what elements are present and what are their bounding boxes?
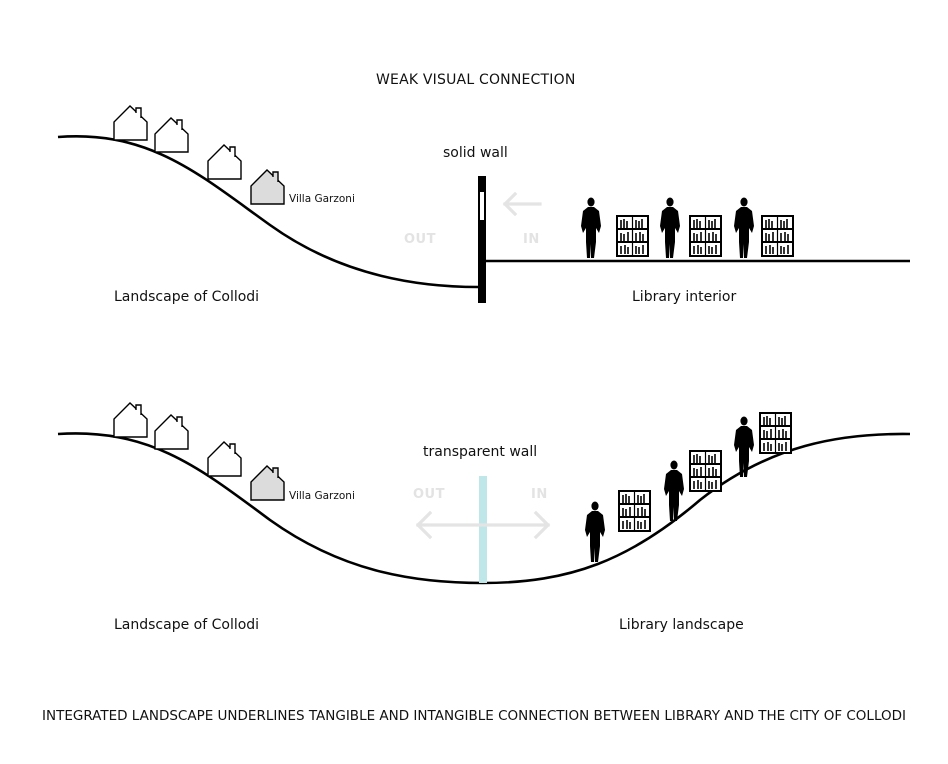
bookshelf-icon (616, 215, 649, 257)
person-icon (660, 197, 680, 258)
bottom-diagram (57, 402, 911, 585)
library-interior-items (581, 197, 794, 258)
bottom-in-label: IN (531, 487, 548, 502)
top-right-caption: Library interior (632, 289, 737, 305)
house-icon (207, 441, 242, 477)
bottom-houses (113, 402, 285, 501)
top-hill-ground (57, 134, 479, 289)
house-icon (154, 117, 189, 153)
library-landscape-items (585, 412, 792, 562)
bookshelf-icon (761, 215, 794, 257)
house-icon (207, 144, 242, 180)
top-diagram (57, 105, 910, 303)
top-villa-label: Villa Garzoni (289, 193, 355, 205)
person-icon (585, 501, 605, 562)
house-icon (113, 105, 148, 141)
bottom-out-label: OUT (413, 487, 445, 502)
top-in-label: IN (523, 232, 540, 247)
bottom-left-caption: Landscape of Collodi (114, 617, 260, 633)
house-icon (154, 414, 189, 450)
solid-wall-label: solid wall (443, 145, 508, 161)
villa-garzoni-house-icon (250, 169, 285, 205)
bottom-right-caption: Library landscape (619, 617, 744, 633)
villa-garzoni-house-icon (250, 465, 285, 501)
top-heading: WEAK VISUAL CONNECTION (376, 72, 576, 88)
bookshelf-icon (689, 450, 722, 492)
bookshelf-icon (689, 215, 722, 257)
person-icon (664, 460, 684, 521)
top-out-label: OUT (404, 232, 436, 247)
arrow-icon (415, 510, 551, 540)
solid-wall (478, 176, 486, 303)
bookshelf-icon (759, 412, 792, 454)
transparent-wall-label: transparent wall (423, 444, 538, 460)
bookshelf-icon (618, 490, 651, 532)
arrow-icon (502, 191, 542, 217)
transparent-wall (479, 476, 487, 583)
house-icon (113, 402, 148, 438)
top-houses (113, 105, 285, 205)
bottom-villa-label: Villa Garzoni (289, 490, 355, 502)
person-icon (734, 197, 754, 258)
top-left-caption: Landscape of Collodi (114, 289, 260, 305)
person-icon (581, 197, 601, 258)
conclusion-caption: INTEGRATED LANDSCAPE UNDERLINES TANGIBLE… (42, 708, 906, 724)
